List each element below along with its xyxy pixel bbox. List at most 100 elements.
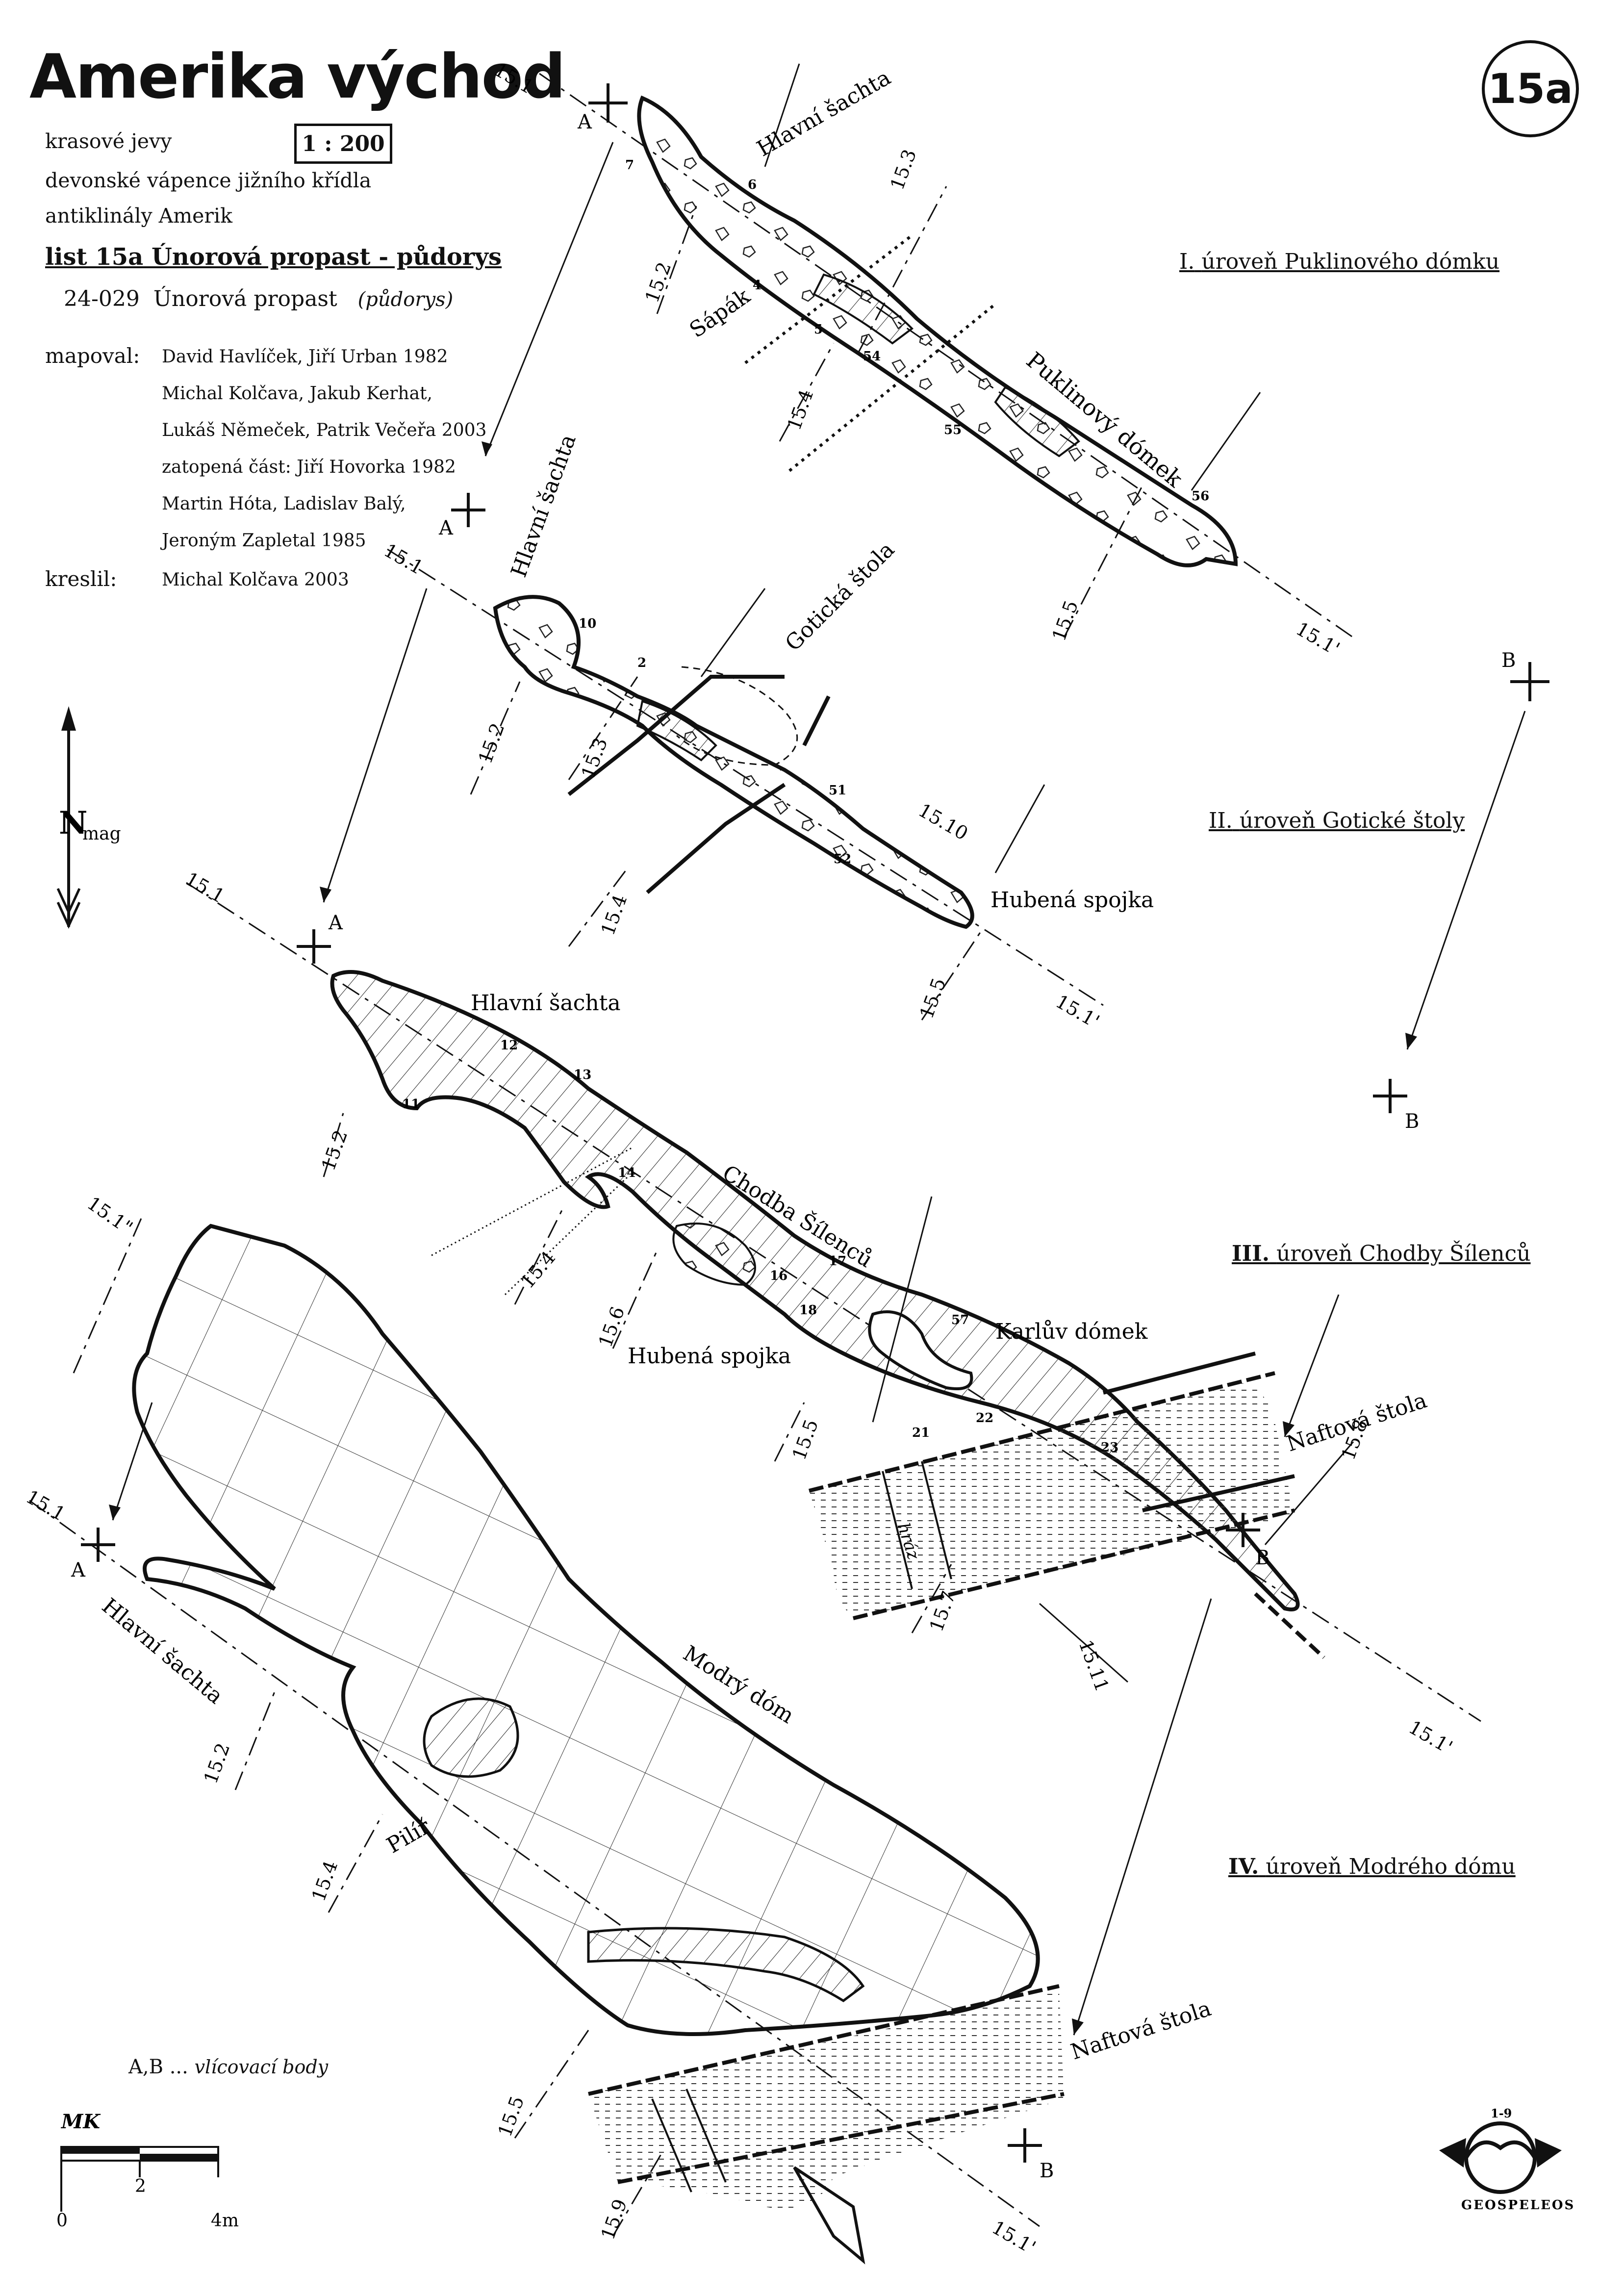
level-3-title: III. úroveň Chodby Šílenců — [1232, 1243, 1530, 1265]
profile-15-4-l3: 15.4 — [516, 1247, 559, 1293]
geospeleos-logo: 1-9 GEOSPELEOS — [1439, 2106, 1575, 2213]
level-2-name: úroveň Gotické štoly — [1239, 808, 1465, 833]
station-22: 22 — [976, 1411, 993, 1426]
north-label: N — [59, 805, 88, 842]
point-b-1: B — [1501, 649, 1516, 672]
point-a-4: A — [71, 1559, 86, 1581]
point-b-2: B — [1405, 1110, 1419, 1133]
sheet-title: list 15a Únorová propast - půdorys — [45, 243, 502, 271]
level-2-roman: II. — [1209, 808, 1233, 833]
label-sapak: Sápák — [685, 283, 755, 343]
scale-bar: MK 0 2 4m — [56, 2110, 239, 2231]
drawn-by: Michal Kolčava 2003 — [162, 570, 349, 590]
subtitle-limestone: devonské vápence jižního křídla — [45, 169, 372, 192]
profile-15-5-l2: 15.5 — [915, 975, 950, 1022]
map-scale: 1 : 200 — [302, 131, 385, 156]
point-b-3: B — [1255, 1547, 1269, 1569]
drawn-label: kreslil: — [45, 567, 117, 591]
cave-view: (půdorys) — [357, 288, 454, 311]
station-23: 23 — [1101, 1440, 1118, 1455]
scale-tick-2: 2 — [135, 2176, 146, 2196]
legend-tie-points: A,B ... vlícovací body — [128, 2057, 328, 2077]
profile-15-1p-l1: 15.1' — [1293, 618, 1344, 660]
station-56: 56 — [1192, 489, 1209, 504]
station-51: 51 — [829, 783, 846, 798]
level-1-roman: I. — [1179, 249, 1195, 274]
station-12: 12 — [500, 1038, 518, 1053]
sheet-badge: 15a — [1482, 40, 1579, 137]
profile-15-1-l3: 15.1 — [182, 868, 228, 907]
profile-15-11: 15.11 — [1075, 1637, 1114, 1694]
level-3-plan: A B B 15.1 15.1' 15.2 15.4 15.6 15.5 15.… — [182, 868, 1481, 1758]
north-arrow: N mag — [56, 706, 121, 929]
station-14: 14 — [618, 1166, 635, 1180]
mapped-label: mapoval: — [45, 344, 140, 368]
level-2-plan: A 15.1 15.1' 15.2 15.3 15.4 15.5 15.10 H… — [381, 431, 1154, 1032]
mapped-by-6: Jeroným Zapletal 1985 — [162, 531, 366, 551]
profile-15-10: 15.10 — [915, 799, 972, 845]
station-52: 52 — [834, 852, 851, 867]
station-54: 54 — [863, 349, 881, 364]
label-hlavni-sachta-2: Hlavní šachta — [506, 431, 581, 581]
north-sub: mag — [82, 824, 121, 844]
profile-15-6: 15.6 — [594, 1304, 629, 1351]
profile-15-3-l1: 15.3 — [886, 147, 920, 193]
profile-15-9: 15.9 — [597, 2196, 631, 2243]
label-naftova-stola-2: Naftová štola — [1068, 1996, 1215, 2065]
station-11: 11 — [402, 1097, 420, 1112]
sheet-badge-text: 15a — [1488, 65, 1573, 113]
station-4: 4 — [753, 278, 761, 293]
level-2-title: II. úroveň Gotické štoly — [1209, 810, 1465, 832]
scale-tick-4: 4m — [211, 2211, 239, 2231]
profile-15-1-l1: 15.1 — [491, 59, 537, 98]
mapped-by-4: zatopená část: Jiří Hovorka 1982 — [162, 457, 456, 477]
subtitle-karst: krasové jevy — [45, 129, 172, 153]
station-7: 7 — [625, 158, 634, 173]
profile-15-1p-l2: 15.1' — [1052, 991, 1103, 1033]
station-2: 2 — [637, 656, 646, 670]
profile-15-1-l2: 15.1 — [381, 539, 427, 579]
label-karluv-domek: Karlův dómek — [995, 1319, 1148, 1344]
level-1-plan: A 15.1 15.1' 15.2 15.3 15.4 15.5 Hlavní … — [491, 59, 1354, 660]
level-3-name: úroveň Chodby Šílenců — [1276, 1241, 1531, 1266]
scale-tick-0: 0 — [56, 2211, 68, 2231]
level-4-roman: IV. — [1228, 1854, 1259, 1879]
profile-15-4-l2: 15.4 — [597, 892, 631, 939]
label-hlavni-sachta-4: Hlavní šachta — [97, 1593, 228, 1709]
profile-15-3-l2: 15.3 — [577, 735, 611, 782]
pilir-pillar — [423, 1697, 519, 1778]
mapped-by-2: Michal Kolčava, Jakub Kerhat, — [162, 383, 432, 404]
label-hlavni-sachta-1: Hlavní šachta — [753, 65, 895, 162]
station-16: 16 — [770, 1269, 787, 1283]
profile-15-1p-l4: 15.1' — [989, 2217, 1040, 2259]
naftova-stola-water-1 — [809, 1383, 1294, 1618]
label-goticka-stola: Gotická štola — [781, 537, 900, 656]
station-10: 10 — [579, 616, 596, 631]
label-hubena-spojka-1: Hubená spojka — [990, 888, 1154, 913]
point-a-1: A — [577, 111, 592, 133]
profile-15-2-l3: 15.2 — [317, 1127, 352, 1174]
profile-15-2-l1: 15.2 — [641, 259, 675, 306]
station-13: 13 — [574, 1068, 591, 1082]
cave-identifier: 24-029 Únorová propast (půdorys) — [64, 288, 453, 310]
cave-code: 24-029 — [64, 286, 140, 311]
logo-text: GEOSPELEOS — [1461, 2198, 1575, 2213]
station-55: 55 — [944, 423, 962, 437]
subtitle-anticline: antiklinály Amerik — [45, 204, 232, 228]
profile-15-4-l1: 15.4 — [783, 387, 817, 434]
level-1-name: úroveň Puklinového dómku — [1201, 249, 1500, 274]
level-2-passage — [493, 595, 974, 929]
naftova-stola-water-2 — [588, 1991, 1064, 2209]
mapped-by-1: David Havlíček, Jiří Urban 1982 — [162, 347, 448, 367]
modry-dom-chamber — [132, 1224, 1040, 2036]
level-4-name: úroveň Modrého dómu — [1266, 1854, 1516, 1879]
station-57: 57 — [951, 1313, 969, 1327]
point-a-2: A — [438, 517, 454, 539]
point-b-4: B — [1040, 2160, 1054, 2182]
profile-15-1pp: 15.1" — [83, 1192, 137, 1239]
scale-initials: MK — [60, 2110, 101, 2133]
profile-15-5-l4: 15.5 — [494, 2093, 528, 2140]
legend-prefix: A,B ... — [128, 2056, 188, 2078]
